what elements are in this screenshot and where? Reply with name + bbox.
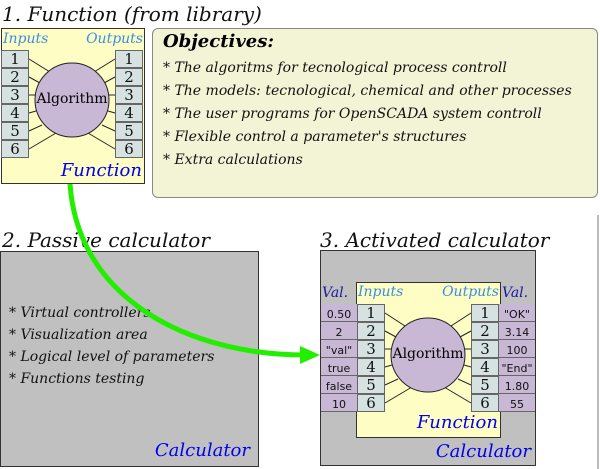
output-value: "OK" <box>499 304 535 322</box>
passive-item: * Functions testing <box>9 371 145 387</box>
input-port: 3 <box>357 340 385 358</box>
output-port: 4 <box>471 358 499 376</box>
output-port: 2 <box>115 68 143 86</box>
output-value: 100 <box>499 340 535 358</box>
passive-item: * Logical level of parameters <box>9 349 215 365</box>
output-value: 1.80 <box>499 376 535 394</box>
input-port: 2 <box>357 322 385 340</box>
input-port: 3 <box>1 86 29 104</box>
outputs-label: Outputs <box>442 284 499 300</box>
output-port: 3 <box>471 340 499 358</box>
output-value: 55 <box>499 394 535 412</box>
input-port: 6 <box>1 140 29 158</box>
input-value: 10 <box>321 394 357 412</box>
function-label: Function <box>416 412 498 433</box>
objective-item: * The algoritms for tecnological process… <box>163 60 507 76</box>
output-val-label: Val. <box>502 285 529 301</box>
output-port: 1 <box>115 50 143 68</box>
input-port: 5 <box>1 122 29 140</box>
input-port: 6 <box>357 394 385 412</box>
section2-title: 2. Passive calculator <box>2 228 210 252</box>
output-value: 3.14 <box>499 322 535 340</box>
algorithm-circle <box>390 317 466 393</box>
passive-item: * Visualization area <box>9 327 148 343</box>
input-value: "val" <box>321 340 357 358</box>
input-value: 0.50 <box>321 304 357 322</box>
port-wires <box>28 58 472 404</box>
objectives-box: Objectives: * The algoritms for tecnolog… <box>152 28 598 198</box>
output-port: 4 <box>115 104 143 122</box>
objective-item: * The models: tecnological, chemical and… <box>163 83 572 99</box>
green-arrow <box>67 183 306 358</box>
section3-title: 3. Activated calculator <box>320 228 550 252</box>
inputs-label: Inputs <box>358 284 404 300</box>
passive-item: * Virtual controllers <box>9 305 151 321</box>
passive-calculator: * Virtual controllers * Visualization ar… <box>0 251 259 467</box>
input-port: 4 <box>1 104 29 122</box>
output-port: 6 <box>115 140 143 158</box>
output-port: 6 <box>471 394 499 412</box>
algorithm-label: Algorithm <box>36 91 108 107</box>
input-port: 1 <box>1 50 29 68</box>
input-port: 4 <box>357 358 385 376</box>
algorithm-label: Algorithm <box>392 346 464 362</box>
input-value: true <box>321 358 357 376</box>
input-port: 5 <box>357 376 385 394</box>
input-value: false <box>321 376 357 394</box>
output-port: 5 <box>471 376 499 394</box>
objective-item: * Flexible control a parameter's structu… <box>163 129 467 145</box>
output-port: 1 <box>471 304 499 322</box>
calculator-label: Calculator <box>435 441 531 462</box>
inputs-label: Inputs <box>3 31 49 47</box>
algorithm-circle <box>34 62 110 138</box>
section1-title: 1. Function (from library) <box>2 2 262 26</box>
outputs-label: Outputs <box>86 31 143 47</box>
output-port: 2 <box>471 322 499 340</box>
input-value: 2 <box>321 322 357 340</box>
input-port: 1 <box>357 304 385 322</box>
objective-item: * Extra calculations <box>163 152 303 168</box>
input-port: 2 <box>1 68 29 86</box>
function-label: Function <box>60 160 142 181</box>
objectives-title: Objectives: <box>163 31 275 52</box>
calculator-label: Calculator <box>154 440 250 461</box>
output-port: 3 <box>115 86 143 104</box>
output-port: 5 <box>115 122 143 140</box>
input-val-label: Val. <box>322 285 349 301</box>
arrow-head <box>300 346 320 364</box>
objective-item: * The user programs for OpenSCADA system… <box>163 106 542 122</box>
output-value: "End" <box>499 358 535 376</box>
